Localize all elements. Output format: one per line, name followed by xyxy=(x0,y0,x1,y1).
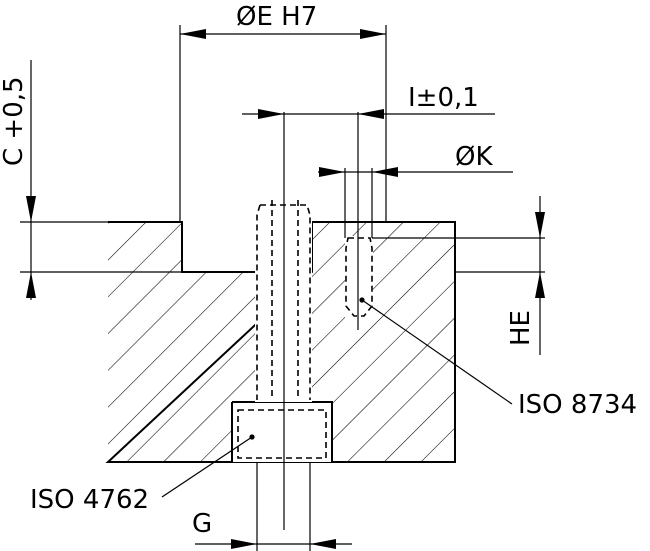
dim-he xyxy=(372,196,545,355)
dim-e xyxy=(179,25,387,222)
dim-c xyxy=(20,60,182,300)
block-right-section xyxy=(312,222,455,462)
label-iso4762: ISO 4762 xyxy=(30,485,149,515)
block-left-section xyxy=(108,222,255,462)
counterbore xyxy=(231,401,333,462)
label-dim-g: G xyxy=(192,509,212,539)
dim-g xyxy=(195,462,352,551)
label-dim-i: I±0,1 xyxy=(408,83,479,113)
label-dim-k: ØK xyxy=(455,142,493,172)
centerlines xyxy=(283,112,359,530)
label-iso8734: ISO 8734 xyxy=(518,390,637,420)
leaders xyxy=(161,299,513,498)
dim-k xyxy=(318,167,513,238)
label-dim-c: C +0,5 xyxy=(0,76,29,166)
label-dim-he: HE xyxy=(506,310,536,346)
label-dim-e: ØE H7 xyxy=(236,2,317,32)
dowel-pin-iso8734 xyxy=(345,236,373,318)
dim-i xyxy=(242,109,495,119)
